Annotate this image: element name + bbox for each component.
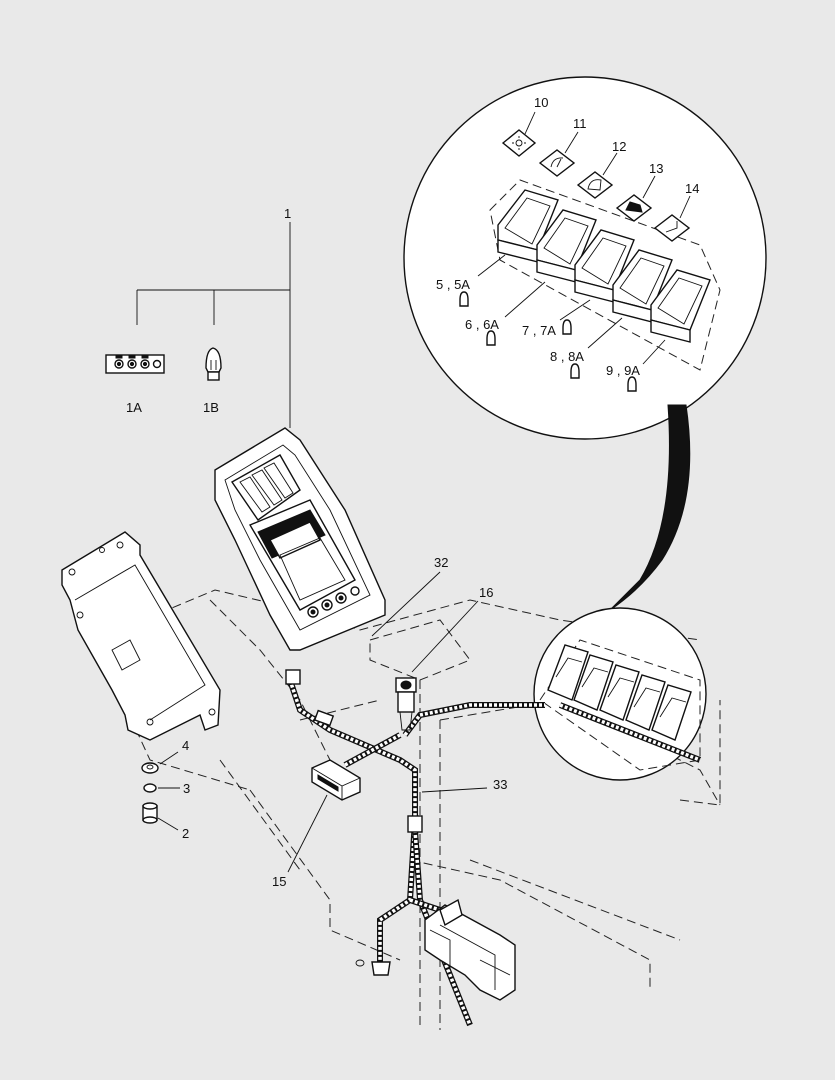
washer-4 <box>141 762 159 774</box>
callout-1a: 1A <box>126 400 142 415</box>
lower-duct-assembly <box>424 898 516 1001</box>
callout-16: 16 <box>479 585 493 600</box>
bulb-9a <box>627 376 637 392</box>
callout-2: 2 <box>182 826 189 841</box>
rocker-switch-9 <box>650 269 711 343</box>
switch-panel-detail <box>403 76 767 440</box>
rocker-switch-7 <box>574 229 635 303</box>
beacon-icon <box>615 194 653 222</box>
cab-outline <box>94 589 721 1030</box>
callout-15: 15 <box>272 874 286 889</box>
detail-connector-arrow <box>609 404 691 611</box>
lock-washer-3 <box>143 783 157 793</box>
callout-13: 13 <box>649 161 663 176</box>
harness-end-plug <box>371 961 391 976</box>
harness-connector-b <box>313 709 335 727</box>
instrument-console <box>214 427 386 651</box>
callout-12: 12 <box>612 139 626 154</box>
lower-leader-lines <box>287 571 488 873</box>
wiper-rear-icon <box>576 171 614 199</box>
sun-icon <box>501 129 537 157</box>
bulb-8a <box>570 363 580 379</box>
rocker-switch-8 <box>612 249 673 323</box>
horn-icon <box>653 214 691 242</box>
installed-switch-row <box>547 644 692 741</box>
bulb-7a <box>562 319 572 335</box>
callout-9: 9 , 9A <box>606 363 640 378</box>
bulb-6a <box>486 330 496 346</box>
pressure-switch-16 <box>395 677 417 731</box>
relay-module-15 <box>311 759 361 801</box>
callout-11: 11 <box>573 116 587 131</box>
harness-connector-a <box>285 669 301 685</box>
bolt-2 <box>142 802 158 824</box>
switch-panel-installed-view <box>533 607 707 781</box>
mounting-bracket <box>61 531 221 741</box>
callout-7: 7 , 7A <box>522 323 556 338</box>
callout-1: 1 <box>284 206 291 221</box>
bulb-5a <box>459 291 469 307</box>
callout-labels: 1 1A 1B 2 3 4 5 , 5A 6 , 6A 7 , 7A 8 , 8… <box>126 95 699 889</box>
harness-connector-c <box>407 815 423 833</box>
rocker-switch-6 <box>536 209 597 283</box>
rocker-switch-5 <box>497 189 559 263</box>
callout-tree-1 <box>136 222 291 428</box>
callout-4: 4 <box>182 738 189 753</box>
grommet <box>355 959 365 967</box>
callout-5: 5 , 5A <box>436 277 470 292</box>
callout-14: 14 <box>685 181 699 196</box>
callout-10: 10 <box>534 95 548 110</box>
callout-1b: 1B <box>203 400 219 415</box>
callout-32: 32 <box>434 555 448 570</box>
callout-3: 3 <box>183 781 190 796</box>
wiper-front-icon <box>538 149 576 177</box>
callout-6: 6 , 6A <box>465 317 499 332</box>
callout-8: 8 , 8A <box>550 349 584 364</box>
wiring-harness-33 <box>285 669 545 1027</box>
callout-33: 33 <box>493 777 507 792</box>
indicator-strip-1a <box>105 354 165 374</box>
bulb-1b <box>205 347 222 381</box>
